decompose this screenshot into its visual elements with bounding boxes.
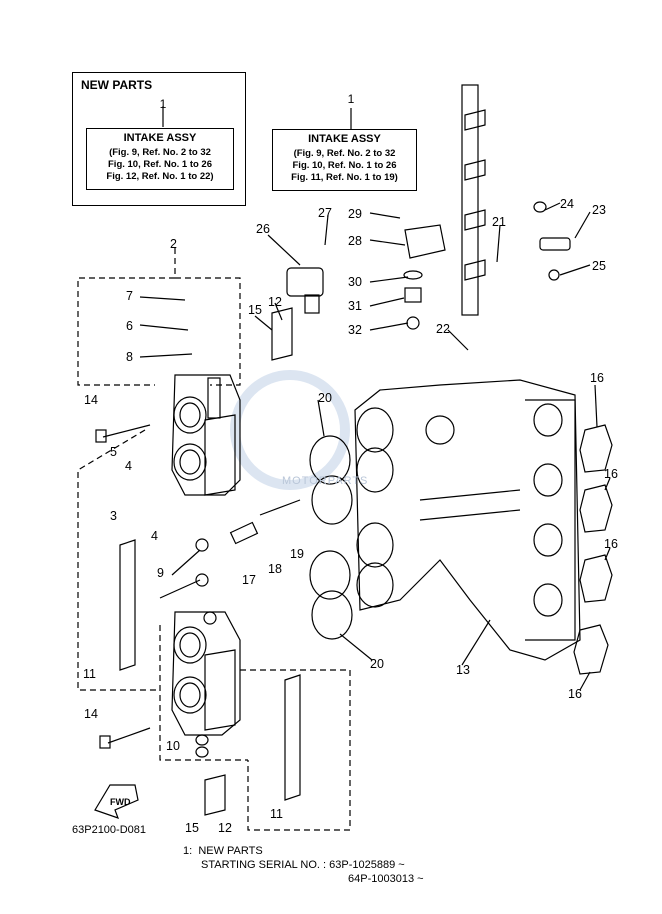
footnote-line2: STARTING SERIAL NO. : 63P-1025889 ~	[201, 859, 405, 871]
callout-27: 27	[318, 206, 332, 220]
callout-9: 9	[157, 566, 164, 580]
footnote-ref: 1:	[183, 845, 193, 857]
nuts-10	[195, 734, 209, 758]
intake-assy-line: (Fig. 9, Ref. No. 2 to 32	[109, 147, 211, 158]
callout-24: 24	[560, 197, 574, 211]
callout-20a: 20	[318, 391, 332, 405]
intake-assy-line: Fig. 10, Ref. No. 1 to 26	[108, 159, 212, 170]
callout-5: 5	[110, 445, 117, 459]
intake-assy-box-right: INTAKE ASSY (Fig. 9, Ref. No. 2 to 32 Fi…	[272, 129, 417, 191]
callout-23: 23	[592, 203, 606, 217]
fuel-rail	[461, 84, 486, 316]
callout-19: 19	[290, 547, 304, 561]
callout-12b: 12	[218, 821, 232, 835]
callout-11b: 11	[270, 807, 283, 821]
gasket-16	[573, 424, 613, 675]
fwd-arrow-icon	[94, 784, 139, 819]
callout-14b: 14	[84, 707, 98, 721]
throttle-body-lower	[171, 611, 241, 736]
callout-32: 32	[348, 323, 362, 337]
callout-13: 13	[456, 663, 470, 677]
washers-9	[195, 538, 209, 587]
bracket-lower-right	[284, 674, 301, 801]
screw-17	[229, 521, 259, 545]
callout-8: 8	[126, 350, 133, 364]
box-right-ref: 1	[347, 92, 355, 106]
callout-12: 12	[268, 295, 282, 309]
callout-17: 17	[242, 573, 256, 587]
callout-25: 25	[592, 259, 606, 273]
callout-30: 30	[348, 275, 362, 289]
footnote: 1: NEW PARTS STARTING SERIAL NO. : 63P-1…	[183, 844, 483, 886]
callout-16b: 16	[604, 467, 618, 481]
callout-4b: 4	[151, 529, 158, 543]
intake-assy-line: (Fig. 9, Ref. No. 2 to 32	[293, 148, 396, 159]
intake-assy-title-left: INTAKE ASSY	[123, 132, 197, 144]
bracket-lower-long	[119, 539, 136, 671]
intake-assy-title-right: INTAKE ASSY	[308, 133, 381, 145]
callout-20b: 20	[370, 657, 384, 671]
fuel-injector	[533, 201, 571, 281]
callout-6: 6	[126, 319, 133, 333]
callout-14: 14	[84, 393, 98, 407]
sensor-31	[403, 270, 423, 330]
bracket-12-upper	[271, 307, 293, 361]
bracket-12-lower	[204, 774, 226, 816]
footnote-line1: NEW PARTS	[198, 845, 263, 857]
callout-4a: 4	[125, 459, 132, 473]
watermark-text: MOTORPARTS	[282, 475, 368, 487]
rod-19	[259, 499, 301, 516]
callout-28: 28	[348, 234, 362, 248]
intake-assy-line: Fig. 12, Ref. No. 1 to 22)	[106, 171, 214, 182]
callout-7: 7	[126, 289, 133, 303]
callout-16d: 16	[568, 687, 582, 701]
box-left-ref: 1	[159, 97, 167, 111]
callout-labels: 2 7 6 8 14 5 4 3 4 9 11 14 10 15 12 11 1…	[83, 197, 618, 835]
callout-3: 3	[110, 509, 117, 523]
bolt-14-upper	[95, 424, 151, 443]
callout-15b: 15	[185, 821, 199, 835]
intake-assy-line: Fig. 11, Ref. No. 1 to 19)	[291, 172, 398, 183]
intake-assy-line: Fig. 10, Ref. No. 1 to 26	[292, 160, 397, 171]
callout-21: 21	[492, 215, 506, 229]
callout-29: 29	[348, 207, 362, 221]
sensor-28	[404, 224, 446, 259]
callout-31: 31	[348, 299, 362, 313]
footnote-line3: 64P-1003013 ~	[348, 873, 424, 885]
drawing-code: 63P2100-D081	[72, 824, 147, 836]
intake-assy-box-left: INTAKE ASSY (Fig. 9, Ref. No. 2 to 32 Fi…	[86, 128, 234, 190]
intake-manifold	[354, 379, 581, 661]
assembly-outline-upper	[77, 248, 351, 831]
bolt-14-lower	[99, 727, 151, 749]
gasket-20	[309, 435, 353, 640]
callout-10: 10	[166, 739, 180, 753]
callout-18: 18	[268, 562, 282, 576]
callout-11a: 11	[83, 667, 96, 681]
callout-26: 26	[256, 222, 270, 236]
fwd-label: FWD	[110, 797, 131, 807]
callout-22: 22	[436, 322, 450, 336]
callout-16c: 16	[604, 537, 618, 551]
throttle-body-upper	[171, 374, 241, 496]
sensor-26	[286, 267, 324, 314]
new-parts-heading: NEW PARTS	[81, 78, 153, 92]
callout-2: 2	[170, 237, 177, 251]
callout-16a: 16	[590, 371, 604, 385]
new-parts-box-left: NEW PARTS 1 INTAKE ASSY (Fig. 9, Ref. No…	[72, 72, 246, 206]
callout-15: 15	[248, 303, 262, 317]
